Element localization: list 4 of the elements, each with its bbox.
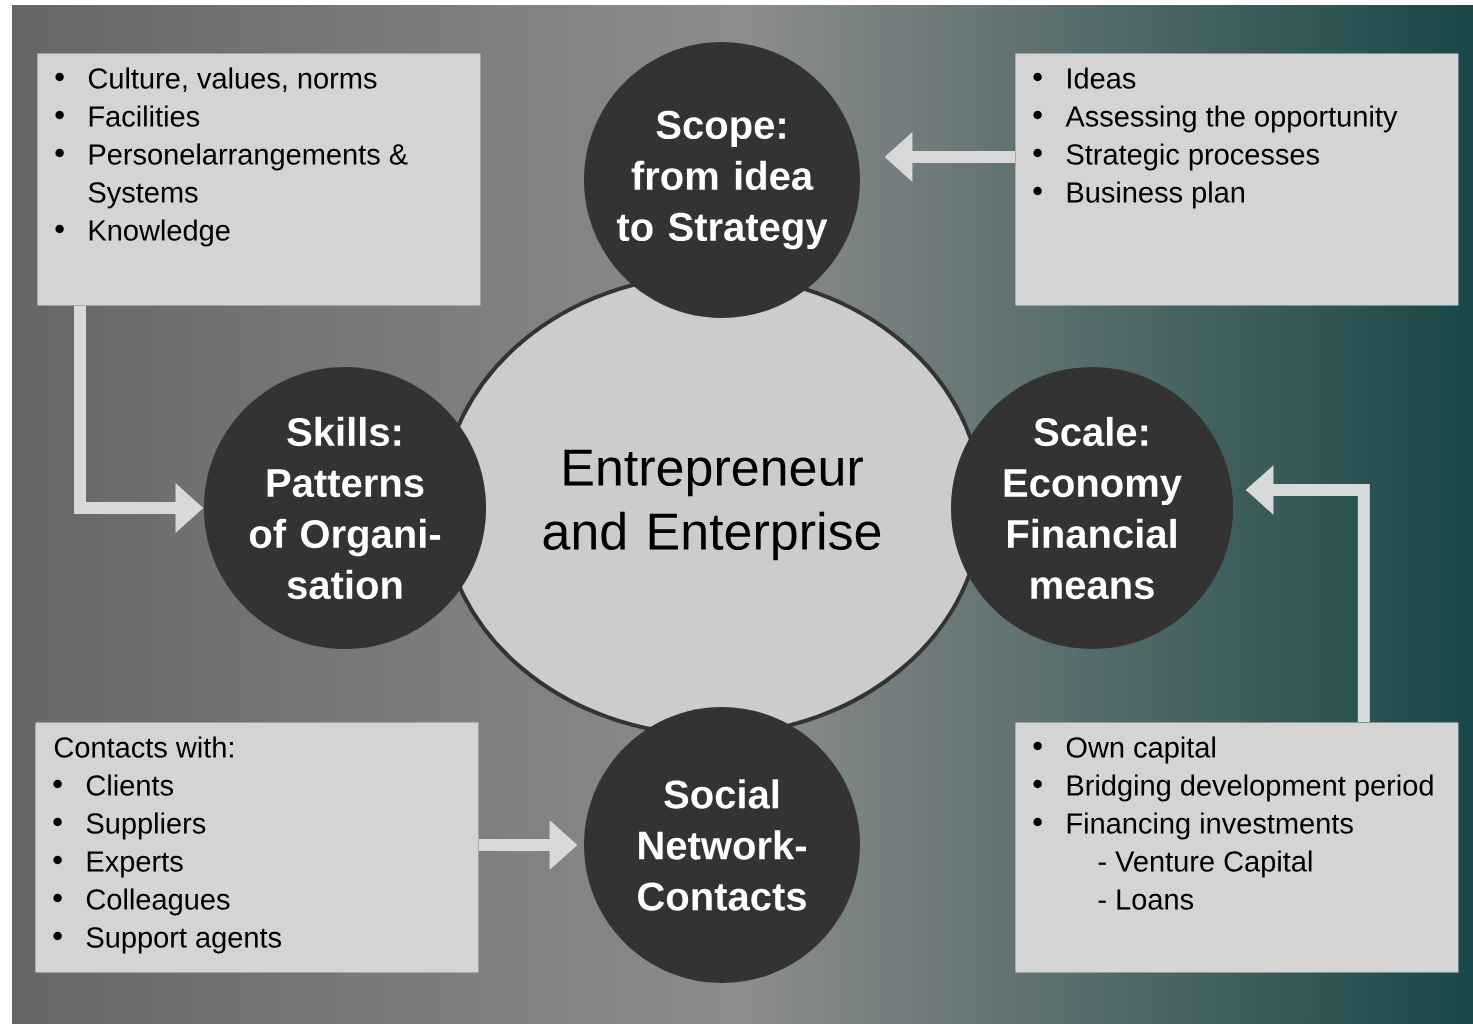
- bullet-list-box: Own capital Bridging development period Financing investments - Venture Capital - Loans: [1015, 722, 1459, 973]
- bullet-list-box: Culture, values, norms Facilities Personelarrangements & Systems Knowledge: [37, 53, 481, 306]
- bullet-list-box: Ideas Assessing the opportunity Strategic processes Business plan: [1015, 53, 1459, 306]
- bullet-list-box: Contacts with: Clients Suppliers Experts Colleagues Support agents: [35, 722, 479, 973]
